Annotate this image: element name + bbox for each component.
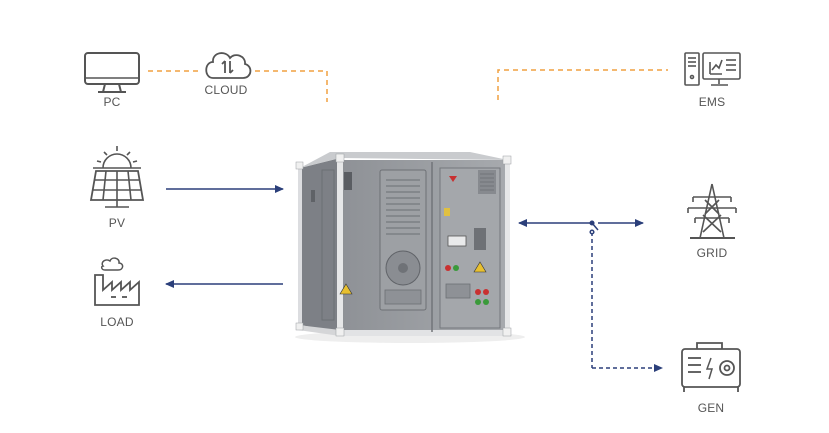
cloud-label: CLOUD <box>204 83 248 97</box>
cloud-container-link <box>255 70 328 102</box>
communication-lines <box>148 69 668 102</box>
cloud-icon <box>205 52 252 79</box>
gen-label: GEN <box>697 401 725 415</box>
ems-label: EMS <box>698 95 726 109</box>
grid-label: GRID <box>696 246 728 260</box>
power-lines <box>165 185 663 372</box>
solar-panel-icon <box>89 146 145 208</box>
factory-icon <box>94 257 140 306</box>
load-label: LOAD <box>100 315 134 329</box>
pv-label: PV <box>108 216 126 230</box>
generator-icon <box>681 342 741 392</box>
ems-container-link <box>497 69 668 100</box>
transmission-tower-icon <box>687 183 737 239</box>
pc-label: PC <box>103 95 121 109</box>
monitor-icon <box>84 52 140 93</box>
energy-storage-container <box>295 152 525 343</box>
server-monitor-icon <box>684 52 741 86</box>
